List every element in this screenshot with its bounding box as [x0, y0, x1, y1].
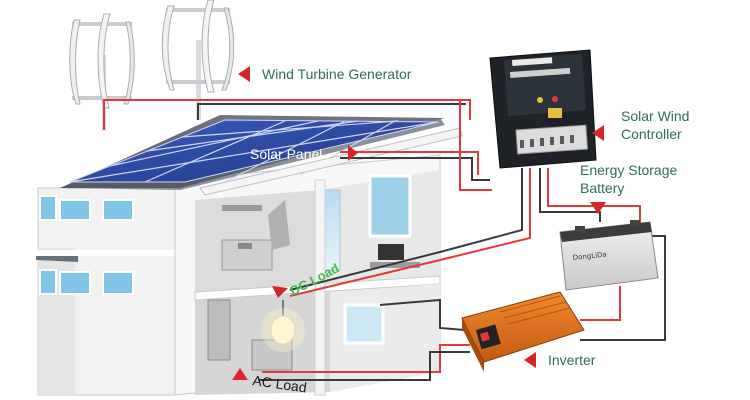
solar-wind-controller	[489, 49, 597, 169]
battery-brand-text: DongLiDa	[572, 250, 607, 262]
storage-battery: DongLiDa	[559, 220, 659, 291]
arrow-left-icon	[524, 352, 536, 368]
ac-load-label: AC Load	[252, 372, 308, 395]
inverter-label: Inverter	[548, 352, 596, 368]
wind-turbine-left	[69, 13, 135, 130]
wind-turbine-label: Wind Turbine Generator	[262, 66, 412, 82]
controller-label-line1: Solar Wind	[621, 108, 690, 124]
roof-with-solar-panels	[60, 115, 463, 196]
controller-label-line2: Controller	[621, 126, 682, 142]
arrow-right-icon	[348, 145, 358, 161]
battery-label-line2: Battery	[580, 180, 625, 196]
house	[36, 154, 441, 396]
arrow-up-icon	[232, 368, 248, 380]
wiring	[258, 100, 666, 381]
inverter-device	[461, 291, 585, 372]
arrow-left-icon	[238, 66, 250, 82]
annotation-arrows	[232, 66, 606, 380]
solar-panel-label: Solar Panel	[250, 146, 323, 162]
wind-turbine-right	[161, 0, 235, 120]
turbine-cables	[103, 99, 471, 130]
arrow-down-icon	[590, 202, 606, 214]
arrow-left-icon	[592, 125, 604, 141]
battery-label-line1: Energy Storage	[580, 162, 678, 178]
arrow-down-icon	[272, 286, 288, 298]
